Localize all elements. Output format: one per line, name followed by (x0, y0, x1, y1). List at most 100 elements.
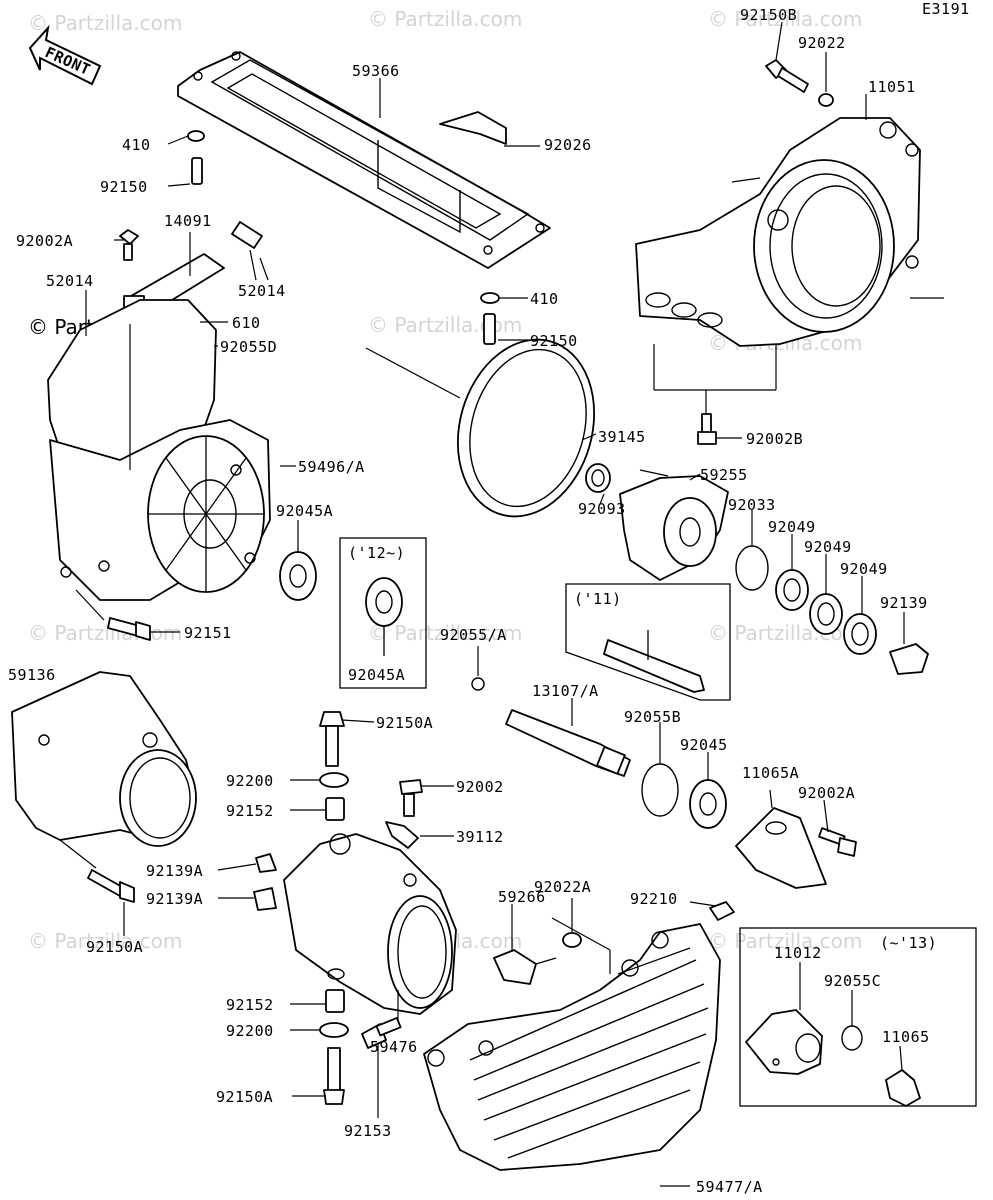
cap-11012-icon (745, 1009, 823, 1075)
part-label: 92049 (840, 560, 888, 578)
cap-11065A-icon (735, 807, 827, 889)
part-label: 59366 (352, 62, 400, 80)
part-label: 92045A (276, 502, 333, 520)
part-59496-pump-housing-icon (47, 299, 271, 601)
part-label: 92049 (768, 518, 816, 536)
lever-39112-icon (385, 821, 419, 849)
collar-92152-top-icon (325, 797, 345, 821)
part-label: 92150 (100, 178, 148, 196)
box-11-label: ('11) (574, 590, 622, 608)
part-label: 92151 (184, 624, 232, 642)
part-label: 92055/A (440, 626, 507, 644)
part-label: 11051 (868, 78, 916, 96)
box-13-label: (~'13) (880, 934, 937, 952)
part-labels: 92150B 92022 11051 59366 410 92026 92150… (8, 6, 930, 1196)
box-12-part: 92045A (348, 666, 405, 684)
collar-92139A-top-icon (255, 853, 277, 873)
part-label: 92002 (456, 778, 504, 796)
part-label: 92002A (798, 784, 855, 802)
front-arrow-icon: FRONT (28, 24, 102, 86)
part-label: 92150A (216, 1088, 273, 1106)
washer-92022-icon (818, 93, 834, 107)
part-label: 39145 (598, 428, 646, 446)
watermark: © Partzilla.com (368, 7, 522, 31)
bolt-92002B-icon (697, 413, 717, 445)
watermark: © Partzilla.com (368, 313, 522, 337)
part-59366-plate-icon (177, 51, 551, 269)
bolt-92150A-top-icon (319, 711, 345, 767)
oring-92055B-icon (641, 763, 679, 817)
watermark: © Partzilla.com (708, 929, 862, 953)
part-label: 92150A (376, 714, 433, 732)
part-label: 92200 (226, 1022, 274, 1040)
part-label: 92139 (880, 594, 928, 612)
diagram-code: E3191 (922, 0, 970, 18)
part-label: 410 (530, 290, 559, 308)
part-59477-reverse-bucket-icon (423, 923, 721, 1171)
watermark: © Partzilla.com (368, 621, 522, 645)
part-label: 52014 (46, 272, 94, 290)
stopper-59266-icon (493, 949, 557, 985)
washer-92200-top-icon (319, 772, 349, 788)
watermark: © Partzilla.com (708, 7, 862, 31)
part-label: 92093 (578, 500, 626, 518)
part-label: 92152 (226, 802, 274, 820)
part-label: 14091 (164, 212, 212, 230)
watermark: © Partzilla.com (28, 929, 182, 953)
part-label: 59496/A (298, 458, 365, 476)
bolt-92151-icon (107, 617, 151, 641)
part-label: 92150A (86, 938, 143, 956)
bearing-92045A-box-icon (365, 577, 403, 656)
bolt-92150A-bottom-icon (323, 1047, 345, 1105)
part-label: 13107/A (532, 682, 599, 700)
bolt-92002-icon (399, 779, 423, 817)
part-label: 92210 (630, 890, 678, 908)
box-13-before (739, 927, 977, 1107)
part-label: 92153 (344, 1122, 392, 1140)
oring-92055C-icon (841, 1025, 863, 1051)
part-label: 92033 (728, 496, 776, 514)
part-label: 92150 (530, 332, 578, 350)
part-59136-nozzle-icon (11, 671, 197, 847)
part-label: 52014 (238, 282, 286, 300)
washer-92200-bottom-icon (319, 1022, 349, 1038)
part-label: 59136 (8, 666, 56, 684)
part-label: 11065A (742, 764, 799, 782)
washer-92022A-icon (562, 932, 582, 948)
part-label: 59476 (370, 1038, 418, 1056)
part-label: 59255 (700, 466, 748, 484)
washer-410-icon (187, 130, 205, 142)
cap-11065-icon (885, 1069, 921, 1107)
bolt-92150A-nozzle-icon (87, 869, 135, 903)
collar-92210-icon (709, 901, 735, 921)
cap-92093-icon (585, 463, 611, 493)
part-label: 92139A (146, 862, 203, 880)
part-label: 92002B (746, 430, 803, 448)
bolt-92002A-b-icon (818, 827, 857, 857)
part-label: 92045 (680, 736, 728, 754)
washer-410b-icon (480, 292, 500, 304)
part-label: 11065 (882, 1028, 930, 1046)
part-59476-steering-nozzle-icon (283, 833, 457, 1015)
watermark: © Partzilla.com (28, 621, 182, 645)
part-label: 92055C (824, 972, 881, 990)
leader-lines (59, 21, 905, 1187)
part-label: 410 (122, 136, 151, 154)
part-label: 610 (232, 314, 261, 332)
front-label: FRONT (42, 43, 93, 79)
part-label: 92026 (544, 136, 592, 154)
part-label: 59266 (498, 888, 546, 906)
bolt-92150-icon (191, 157, 203, 185)
part-label: 92055B (624, 708, 681, 726)
watermark: © Partzilla.com (28, 11, 182, 35)
bolt-92150b-icon (483, 313, 496, 345)
part-label: 92200 (226, 772, 274, 790)
collar-92139-icon (889, 643, 929, 675)
part-label: 92049 (804, 538, 852, 556)
shaft-13107A-icon (505, 709, 631, 777)
collar-92139A-bottom-icon (253, 887, 277, 911)
bearing-92045A-icon (279, 551, 317, 601)
part-11051-pump-case-icon (635, 117, 944, 347)
part-label: 92022A (534, 878, 591, 896)
